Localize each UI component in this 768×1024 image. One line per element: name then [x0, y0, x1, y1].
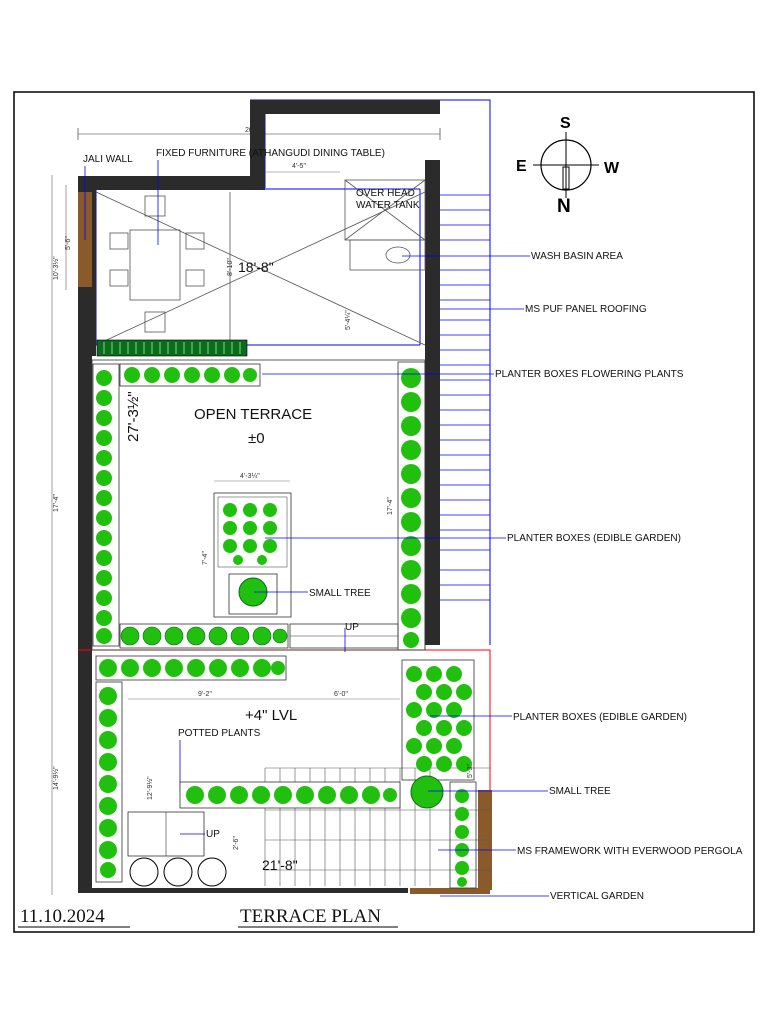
- planter-vertical-strip: [455, 789, 469, 887]
- dim-covered-depth: 8'-10": [227, 258, 234, 276]
- callout-leaders: [254, 255, 549, 897]
- label-open-terrace-level: ±0: [248, 430, 265, 447]
- label-potted-plants: POTTED PLANTS: [178, 728, 261, 739]
- compass-south: S: [560, 115, 571, 132]
- planter-edible-lower: [406, 666, 472, 772]
- callout-wash-basin: WASH BASIN AREA: [531, 251, 623, 262]
- compass-north: N: [557, 196, 571, 217]
- roof-hatch: [440, 194, 490, 601]
- dim-lower-width-a: 9'-2": [198, 691, 212, 698]
- drawing-title: TERRACE PLAN: [240, 906, 381, 927]
- callout-flowering-planters: PLANTER BOXES FLOWERING PLANTS: [495, 369, 684, 380]
- dim-left-bottom: 14'-9½": [52, 766, 60, 790]
- dim-right-mid: 17'-4": [387, 497, 394, 515]
- callout-puf-roofing: MS PUF PANEL ROOFING: [525, 304, 647, 315]
- label-fixed-furniture: FIXED FURNITURE (ATHANGUDI DINING TABLE): [156, 148, 385, 159]
- dim-left-mid: 17'-4": [53, 494, 60, 512]
- drawing-date: 11.10.2024: [20, 906, 105, 927]
- dim-lower-width-b: 6'-0": [334, 691, 348, 698]
- compass-west: W: [604, 160, 620, 177]
- sheet-border: [13, 91, 755, 933]
- dim-lower-span: 21'-8": [262, 857, 298, 873]
- dim-wall-height: 5'-4¼": [345, 310, 352, 330]
- covered-area: [95, 179, 426, 346]
- dim-step-depth: 2'-6": [233, 836, 240, 850]
- label-up-2: UP: [206, 829, 220, 840]
- callout-pergola: MS FRAMEWORK WITH EVERWOOD PERGOLA: [517, 846, 743, 857]
- dim-lower-depth: 12'-9½": [146, 776, 154, 800]
- dim-planter-depth: 7'-4": [202, 551, 209, 565]
- planter-potted-row: [186, 786, 397, 804]
- callout-vertical-garden: VERTICAL GARDEN: [550, 891, 644, 902]
- planter-right: [401, 368, 421, 648]
- dim-planter-width: 4'-3¼": [240, 473, 260, 480]
- north-compass: S E W N: [516, 115, 620, 217]
- dim-terrace-length: 27'-3½": [125, 391, 142, 442]
- planter-lower-top: [99, 659, 285, 677]
- label-up-1: UP: [345, 622, 359, 633]
- dim-left-top-a: 5'-6": [65, 236, 72, 250]
- planter-left: [96, 370, 112, 644]
- dim-left-top-b: 10'-3½": [52, 256, 60, 280]
- planter-edible-center: [223, 503, 277, 565]
- planter-lower-left: [99, 687, 117, 878]
- planter-bottom-terrace: [120, 626, 288, 646]
- small-tree-lower: [410, 775, 444, 809]
- label-overhead-tank-1: OVER HEAD: [356, 188, 415, 199]
- dim-tank-width: 4'-5": [292, 163, 306, 170]
- label-overhead-tank-2: WATER TANK: [356, 200, 420, 211]
- label-open-terrace: OPEN TERRACE: [194, 406, 312, 423]
- compass-east: E: [516, 158, 527, 175]
- dim-pergola: 5'-3": [467, 764, 474, 778]
- callout-edible-garden-1: PLANTER BOXES (EDIBLE GARDEN): [507, 533, 681, 544]
- callout-small-tree-1: SMALL TREE: [309, 588, 371, 599]
- label-jali-wall: JALI WALL: [83, 154, 133, 165]
- label-lower-level: +4" LVL: [245, 707, 297, 724]
- callout-small-tree-2: SMALL TREE: [549, 786, 611, 797]
- walls: [78, 100, 440, 893]
- planter-flowering: [124, 367, 257, 383]
- callout-edible-garden-2: PLANTER BOXES (EDIBLE GARDEN): [513, 712, 687, 723]
- round-pots: [129, 857, 227, 887]
- dim-covered-span: 18'-8": [238, 259, 274, 275]
